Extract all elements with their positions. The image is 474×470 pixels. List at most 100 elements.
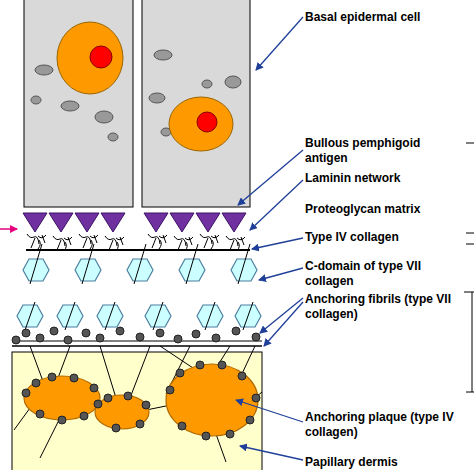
nucleolus — [90, 46, 112, 68]
plaque-dot — [22, 389, 30, 397]
leader-arrow — [250, 180, 303, 230]
anchoring-fibril — [160, 346, 196, 370]
plaque-dot — [196, 361, 204, 369]
epidermal-cell — [24, 0, 250, 207]
plaque-dot — [70, 374, 78, 382]
anchoring-fibril — [14, 408, 30, 430]
collagen-strand — [105, 302, 115, 330]
organelle — [61, 101, 79, 111]
part-label: Bullous pemphigoid antigen — [305, 136, 455, 166]
laminin-filament — [27, 234, 46, 249]
leader-arrow — [236, 17, 303, 460]
plaque-dot — [246, 416, 254, 424]
anchoring-fibril — [40, 418, 60, 458]
fibril-dot — [116, 327, 124, 335]
plaque-dot — [80, 412, 88, 420]
plaque-dot — [124, 392, 132, 400]
fibril-dot — [96, 334, 104, 342]
fibril-dot — [136, 333, 144, 341]
leader-arrow — [240, 446, 303, 460]
leader-arrow — [238, 150, 303, 205]
fibril-dot — [252, 333, 260, 341]
collagen-strand — [25, 244, 253, 330]
fibril-dot — [50, 327, 58, 335]
anchoring-fibril — [216, 346, 230, 368]
plaque-dot — [218, 361, 226, 369]
pemphigoid-antigen-triangle — [23, 213, 47, 232]
pemphigoid-antigen-triangle — [75, 213, 99, 232]
papillary-dermis — [12, 352, 262, 470]
collagen-strand — [186, 244, 198, 284]
pemphigoid-antigen-triangle — [196, 213, 220, 232]
plaque-dot — [178, 422, 186, 430]
plaque-dot — [226, 430, 234, 438]
plaque-dot — [112, 424, 120, 432]
pemphigoid-antigen-triangle — [101, 213, 125, 232]
plaque-dot — [104, 394, 112, 402]
pemphigoid-antigen-triangle — [144, 213, 168, 232]
plaque-dot — [252, 394, 260, 402]
collagen-strand — [30, 244, 42, 284]
leader-arrow — [256, 17, 303, 70]
epidermal-cell — [24, 0, 133, 207]
cell-nucleus — [169, 97, 233, 151]
anchoring-fibril — [100, 346, 116, 398]
plaque-dot — [136, 420, 144, 428]
organelle — [95, 111, 113, 123]
collagen-iv-line — [26, 250, 250, 251]
leader-arrow — [260, 298, 303, 333]
laminin-filament — [27, 234, 245, 251]
epidermal-cell — [142, 0, 250, 207]
pointer-arrow — [0, 228, 17, 230]
part-label: Proteoglycan matrix — [305, 202, 455, 217]
bracket — [472, 292, 473, 392]
anchoring-fibril — [30, 346, 44, 384]
plaque-dot — [94, 400, 102, 408]
bracket — [464, 143, 474, 392]
lamina-densa-line — [12, 345, 262, 347]
part-label: Anchoring plaque (type IV collagen) — [305, 410, 455, 440]
anchoring-plaque — [24, 376, 100, 420]
fibril-dot — [22, 329, 30, 337]
part-label: Anchoring fibrils (type VII collagen) — [305, 292, 455, 322]
anchoring-plaque — [166, 364, 258, 436]
pemphigoid-antigen-triangle — [170, 213, 194, 232]
collagen-strand — [65, 302, 75, 330]
lamina-densa-line — [12, 341, 262, 346]
nucleolus — [197, 112, 217, 132]
part-label: Laminin network — [305, 171, 455, 186]
anchoring-fibril — [216, 434, 226, 462]
plaque-dot — [58, 416, 66, 424]
organelle — [35, 65, 53, 75]
organelle — [149, 93, 165, 103]
plaque-dot — [36, 410, 44, 418]
anchoring-plaque — [95, 395, 149, 429]
leader-arrow — [236, 400, 303, 422]
organelle — [154, 50, 172, 60]
cell-nucleus — [57, 22, 123, 94]
leader-arrow — [259, 268, 303, 280]
fibril-dot — [12, 327, 260, 344]
laminin-filament — [200, 234, 219, 249]
laminin-filament — [174, 236, 193, 251]
plaque-dot — [22, 361, 260, 440]
organelle — [202, 80, 212, 88]
collagen-strand — [134, 244, 146, 284]
bracket — [466, 392, 474, 393]
organelle — [108, 133, 118, 141]
part-label: Basal epidermal cell — [305, 10, 455, 25]
fibril-dot — [212, 334, 220, 342]
fibril-dot — [192, 330, 200, 338]
lamina-densa-line — [12, 341, 262, 342]
plaque-dot — [48, 373, 56, 381]
laminin-filament — [226, 236, 245, 251]
collagen-strand — [82, 244, 94, 284]
pointer-arrow — [0, 229, 17, 230]
nucleolus — [90, 46, 217, 132]
laminin-filament — [79, 234, 98, 249]
bracket — [466, 143, 474, 144]
bracket — [466, 233, 474, 234]
bracket — [466, 244, 474, 245]
anchoring-fibril — [14, 346, 262, 462]
fibril-dot — [64, 336, 72, 344]
